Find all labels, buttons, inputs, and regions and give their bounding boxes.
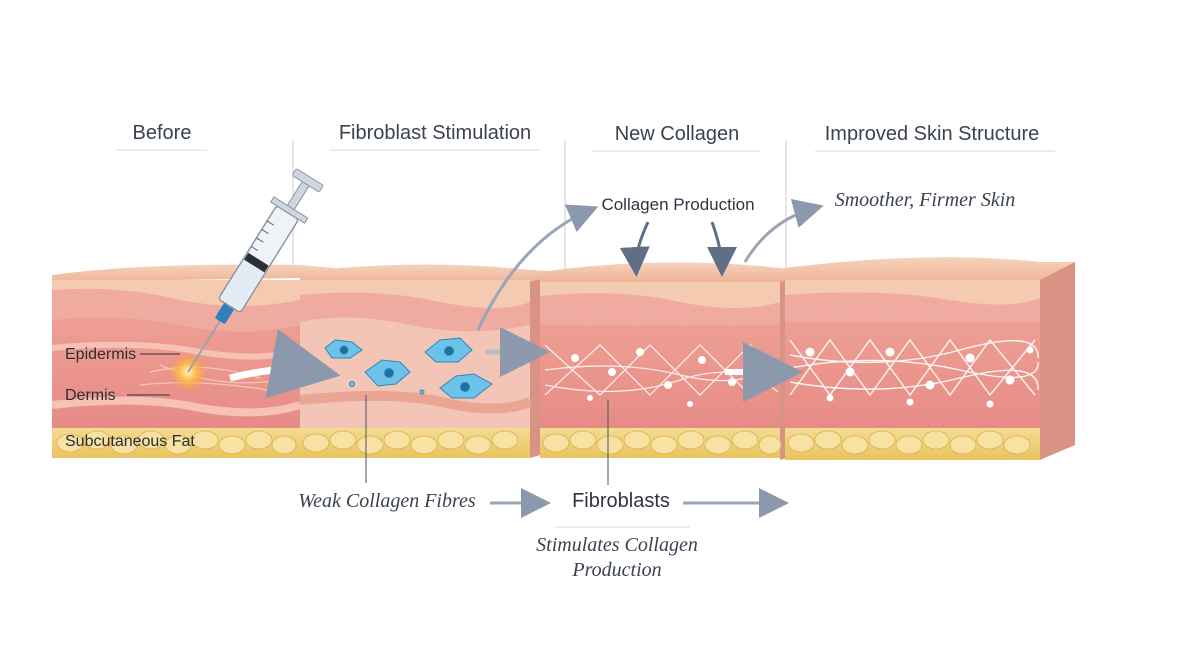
skin-block-improved — [785, 257, 1075, 460]
step-title-improved: Improved Skin Structure — [825, 123, 1040, 145]
layer-pointers — [127, 353, 180, 396]
annotation-outcome: Smoother, Firmer Skin — [835, 189, 1016, 211]
bottom-leaders — [365, 395, 609, 485]
step-titles: Before Fibroblast Stimulation New Collag… — [117, 122, 1055, 152]
skin-block-new-collagen — [540, 262, 812, 460]
process-arrows — [229, 198, 824, 518]
annotation-weak-fibres: Weak Collagen Fibres — [298, 490, 476, 512]
syringe-icon — [187, 168, 324, 373]
label-epidermis: Epidermis — [65, 346, 136, 363]
step-title-new-collagen: New Collagen — [615, 123, 740, 145]
annotation-collagen-production: Collagen Production — [601, 195, 754, 214]
labels: Epidermis Dermis Subcutaneous Fat Collag… — [65, 189, 1015, 581]
annotation-stimulates-line2: Production — [571, 559, 661, 581]
label-dermis: Dermis — [65, 387, 116, 404]
skin-block-fibroblast — [299, 264, 565, 458]
annotation-fibroblasts: Fibroblasts — [572, 490, 670, 512]
step-title-fibroblast: Fibroblast Stimulation — [339, 122, 531, 144]
label-subcutaneous-fat: Subcutaneous Fat — [65, 433, 195, 450]
step-title-before: Before — [133, 122, 192, 144]
skin-block-before — [51, 264, 335, 458]
annotation-stimulates-line1: Stimulates Collagen — [536, 534, 698, 556]
